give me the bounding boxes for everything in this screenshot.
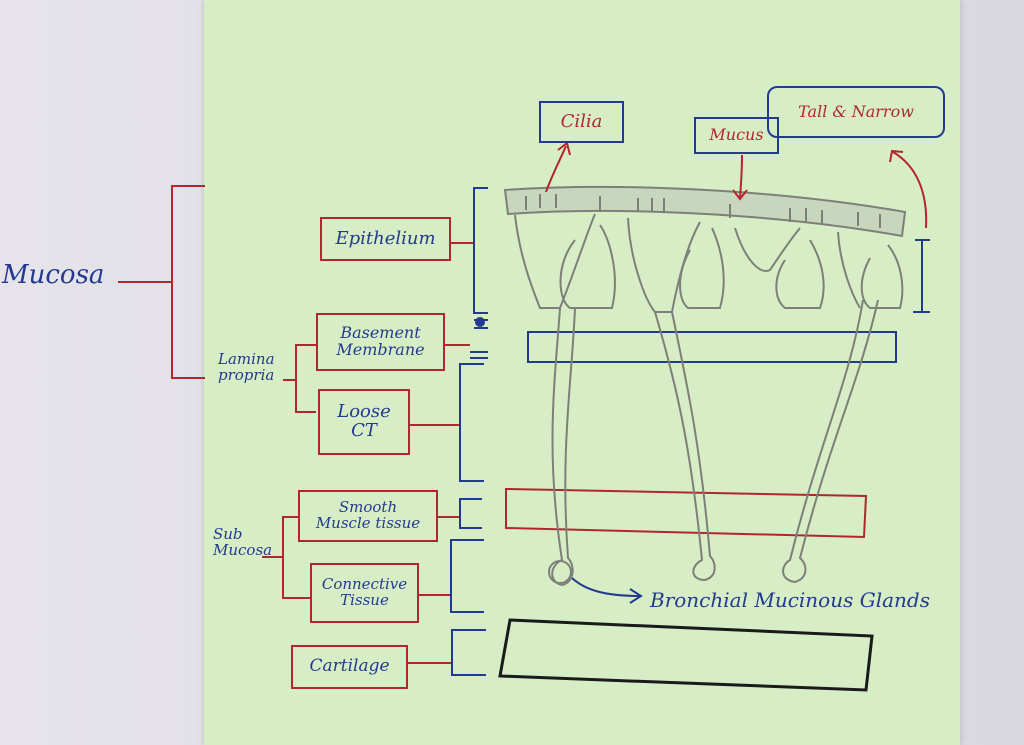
mucosa-bracket bbox=[118, 185, 205, 379]
lamina-propria-label: Lamina propria bbox=[218, 350, 275, 384]
cilia-box: Cilia bbox=[539, 101, 624, 143]
red-arrows bbox=[545, 141, 928, 229]
gland-arrow bbox=[571, 577, 643, 604]
sub-mucosa-connectors bbox=[262, 516, 310, 599]
bracket-dot bbox=[475, 317, 485, 327]
loose-ct-box: Loose CT bbox=[318, 389, 410, 455]
basement-membrane-band bbox=[527, 331, 897, 363]
connective-tissue-box: Connective Tissue bbox=[310, 563, 419, 623]
epithelium-label: Epithelium bbox=[335, 227, 436, 249]
smooth-muscle-label: Smooth Muscle tissue bbox=[315, 498, 421, 532]
basement-membrane-box: Basement Membrane bbox=[316, 313, 445, 371]
smooth-muscle-box: Smooth Muscle tissue bbox=[298, 490, 438, 542]
sub-mucosa-label: Sub Mucosa bbox=[213, 525, 273, 559]
cilia-label: Cilia bbox=[560, 110, 603, 132]
cartilage-box: Cartilage bbox=[291, 645, 408, 689]
mucus-box: Mucus bbox=[694, 117, 779, 154]
cartilage-block bbox=[498, 618, 874, 692]
smooth-muscle-band bbox=[505, 487, 868, 539]
loose-ct-label: Loose CT bbox=[337, 401, 391, 441]
tall-narrow-label: Tall & Narrow bbox=[798, 101, 914, 121]
bronchial-glands-label: Bronchial Mucinous Glands bbox=[650, 588, 930, 612]
connective-tissue-label: Connective Tissue bbox=[321, 575, 408, 609]
mucosa-label: Mucosa bbox=[2, 260, 105, 290]
gland-ducts bbox=[551, 299, 879, 587]
epithelium-box: Epithelium bbox=[320, 217, 451, 261]
lamina-propria-connectors bbox=[283, 344, 316, 413]
diagram-sheet bbox=[204, 0, 960, 745]
basement-membrane-label: Basement Membrane bbox=[336, 323, 425, 359]
cartilage-label: Cartilage bbox=[309, 656, 390, 677]
mucus-label: Mucus bbox=[709, 125, 764, 145]
tall-narrow-box: Tall & Narrow bbox=[767, 86, 945, 138]
epithelium-drawing bbox=[503, 185, 907, 313]
box-connectors bbox=[407, 242, 473, 664]
layer-brackets bbox=[450, 187, 930, 676]
